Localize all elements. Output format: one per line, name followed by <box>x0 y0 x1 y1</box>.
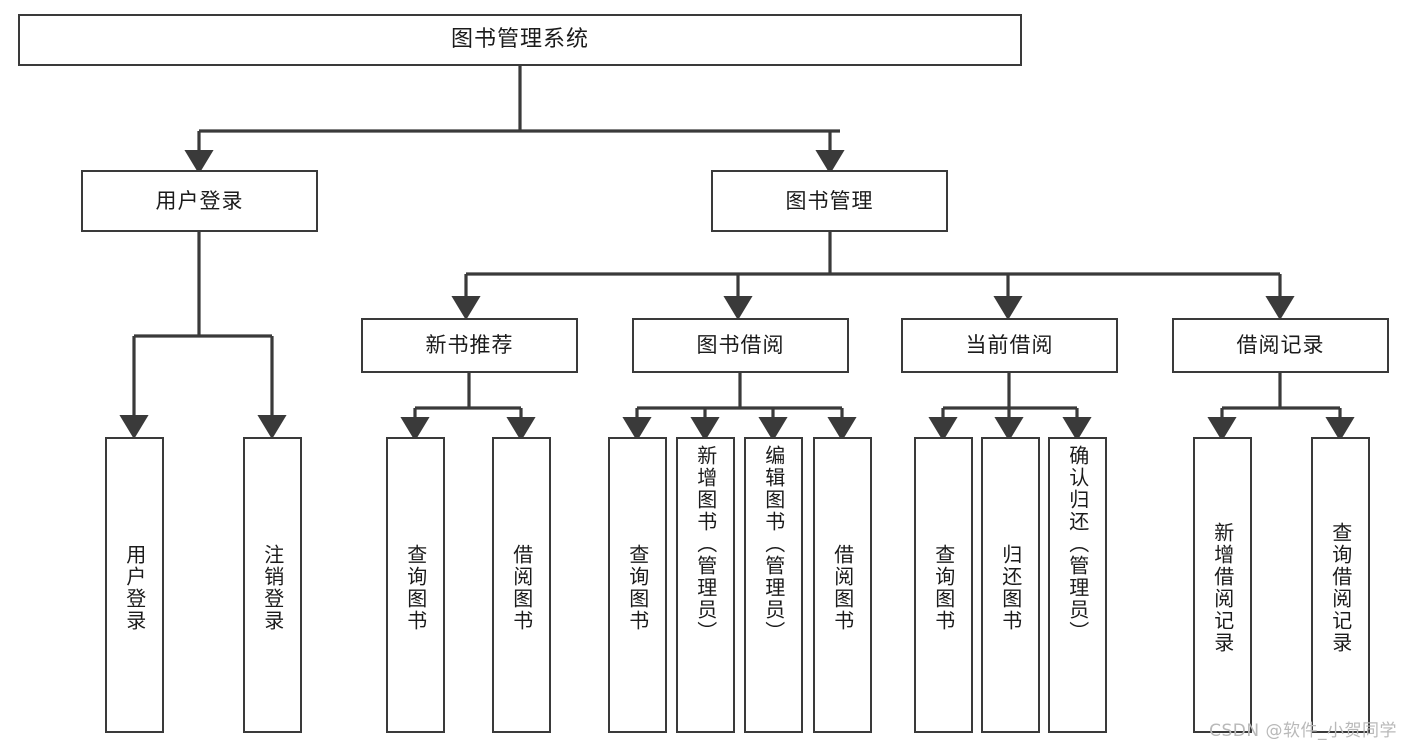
leaf-query-book-1[interactable]: 查询图书 <box>386 437 445 733</box>
leaf-label: 新增图书（管理员） <box>693 445 718 643</box>
leaf-label: 借阅图书 <box>830 544 855 632</box>
leaf-borrow-book-1[interactable]: 借阅图书 <box>492 437 551 733</box>
leaf-label: 查询图书 <box>931 544 956 632</box>
leaf-borrow-book-2[interactable]: 借阅图书 <box>813 437 872 733</box>
leaf-query-book-2[interactable]: 查询图书 <box>608 437 667 733</box>
node-book-manage[interactable]: 图书管理 <box>711 170 948 232</box>
node-user-login[interactable]: 用户登录 <box>81 170 318 232</box>
leaf-query-book-3[interactable]: 查询图书 <box>914 437 973 733</box>
leaf-add-book[interactable]: 新增图书（管理员） <box>676 437 735 733</box>
leaf-label: 查询图书 <box>625 544 650 632</box>
leaf-label: 确认归还（管理员） <box>1065 445 1090 643</box>
leaf-query-record[interactable]: 查询借阅记录 <box>1311 437 1370 733</box>
node-book-borrow[interactable]: 图书借阅 <box>632 318 849 373</box>
node-current-borrow[interactable]: 当前借阅 <box>901 318 1118 373</box>
leaf-logout[interactable]: 注销登录 <box>243 437 302 733</box>
leaf-add-record[interactable]: 新增借阅记录 <box>1193 437 1252 733</box>
leaf-label: 查询借阅记录 <box>1328 522 1353 654</box>
leaf-label: 用户登录 <box>122 544 147 632</box>
node-borrow-record[interactable]: 借阅记录 <box>1172 318 1389 373</box>
csdn-watermark: CSDN @软件_小贺同学 <box>1209 721 1397 741</box>
leaf-label: 借阅图书 <box>509 544 534 632</box>
leaf-label: 编辑图书（管理员） <box>761 445 786 643</box>
leaf-edit-book[interactable]: 编辑图书（管理员） <box>744 437 803 733</box>
leaf-label: 新增借阅记录 <box>1210 522 1235 654</box>
leaf-label: 注销登录 <box>260 544 285 632</box>
leaf-label: 归还图书 <box>998 544 1023 632</box>
leaf-label: 查询图书 <box>403 544 428 632</box>
leaf-return-book[interactable]: 归还图书 <box>981 437 1040 733</box>
node-new-book-recommend[interactable]: 新书推荐 <box>361 318 578 373</box>
node-root-system[interactable]: 图书管理系统 <box>18 14 1022 66</box>
leaf-user-login[interactable]: 用户登录 <box>105 437 164 733</box>
leaf-confirm-return[interactable]: 确认归还（管理员） <box>1048 437 1107 733</box>
